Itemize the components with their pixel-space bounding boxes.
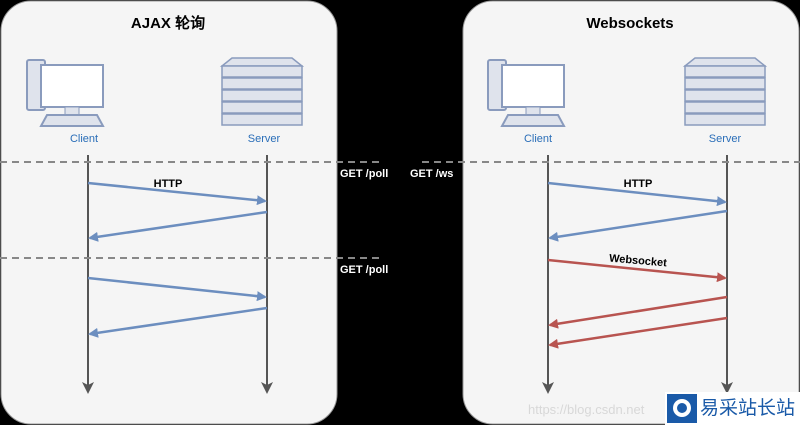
get-poll-label-1: GET /poll [340,168,388,180]
left-title: AJAX 轮询 [131,14,205,32]
left-http-label: HTTP [154,178,183,190]
left-server-label: Server [248,133,281,145]
site-logo: 易采站长站 [665,392,800,425]
right-http-label: HTTP [624,178,653,190]
watermark-url: https://blog.csdn.net [528,402,645,417]
left-client-label: Client [70,133,98,145]
server-rack-icon [684,57,766,126]
right-server-label: Server [709,133,742,145]
logo-text: 易采站长站 [700,397,795,419]
right-title: Websockets [586,15,673,32]
get-ws-label: GET /ws [410,168,453,180]
lifelines [82,155,733,394]
http-arrows [87,181,728,338]
get-poll-label-2: GET /poll [340,264,388,276]
right-client-label: Client [524,133,552,145]
websocket-label: Websocket [609,252,668,269]
request-dividers [0,161,800,259]
websocket-arrows [547,258,728,349]
server-rack-icon [221,57,303,126]
